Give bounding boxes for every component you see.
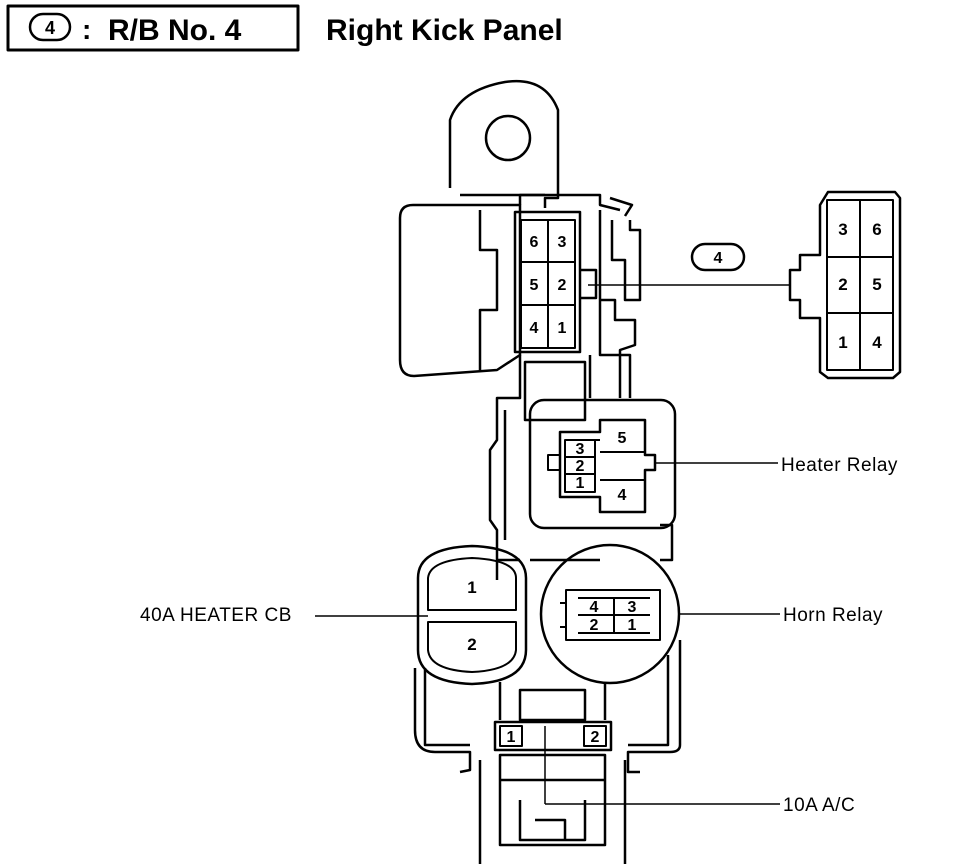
block-pin: 4 [530, 320, 539, 337]
connector-badge-number: 4 [714, 250, 723, 267]
horn-relay-label: Horn Relay [783, 605, 883, 626]
horn-relay [539, 543, 780, 685]
block-connector [513, 210, 598, 354]
block-pin: 3 [558, 234, 567, 251]
heater-relay-pin: 1 [576, 475, 585, 492]
spine-body [488, 210, 674, 580]
fuse-pin: 1 [507, 729, 516, 746]
page-title: Right Kick Panel [326, 14, 563, 47]
header-badge-number: 4 [45, 18, 55, 38]
heater-relay-pin: 4 [618, 487, 627, 504]
connector-detail [788, 190, 902, 380]
connector-badge [690, 242, 746, 272]
header-badge [28, 12, 72, 42]
detail-pin: 5 [872, 275, 881, 294]
detail-pin: 6 [872, 220, 881, 239]
detail-pin: 3 [838, 220, 847, 239]
horn-relay-pin: 1 [628, 617, 637, 634]
detail-pin: 1 [838, 333, 847, 352]
connector-leader [588, 242, 790, 286]
fuse-pin: 2 [591, 729, 600, 746]
heater-relay-pin: 5 [618, 430, 627, 447]
heater-cb-label: 40A HEATER CB [140, 605, 292, 626]
heater-relay-label: Heater Relay [781, 455, 898, 476]
detail-pin: 4 [872, 333, 882, 352]
header-box-text: R/B No. 4 [108, 14, 242, 47]
horn-relay-pin: 2 [590, 617, 599, 634]
header-colon: : [82, 14, 91, 45]
lower-body [413, 558, 682, 864]
detail-pin: 2 [838, 275, 847, 294]
ac-fuse-label: 10A A/C [783, 795, 855, 816]
breaker-pin: 1 [467, 578, 476, 597]
header-box [6, 4, 300, 52]
horn-relay-pin: 4 [590, 599, 599, 616]
block-pin: 1 [558, 320, 567, 337]
heater-relay [528, 398, 778, 530]
ac-fuse [493, 720, 780, 805]
horn-relay-pin: 3 [628, 599, 637, 616]
heater-relay-pin: 3 [576, 441, 585, 458]
left-housing [398, 193, 634, 378]
breaker-pin: 2 [467, 635, 476, 654]
block-pin: 5 [530, 277, 539, 294]
block-pin: 6 [530, 234, 539, 251]
heater-circuit-breaker [315, 544, 528, 686]
heater-relay-pin: 2 [576, 458, 585, 475]
block-pin: 2 [558, 277, 567, 294]
mounting-bracket [448, 79, 560, 208]
